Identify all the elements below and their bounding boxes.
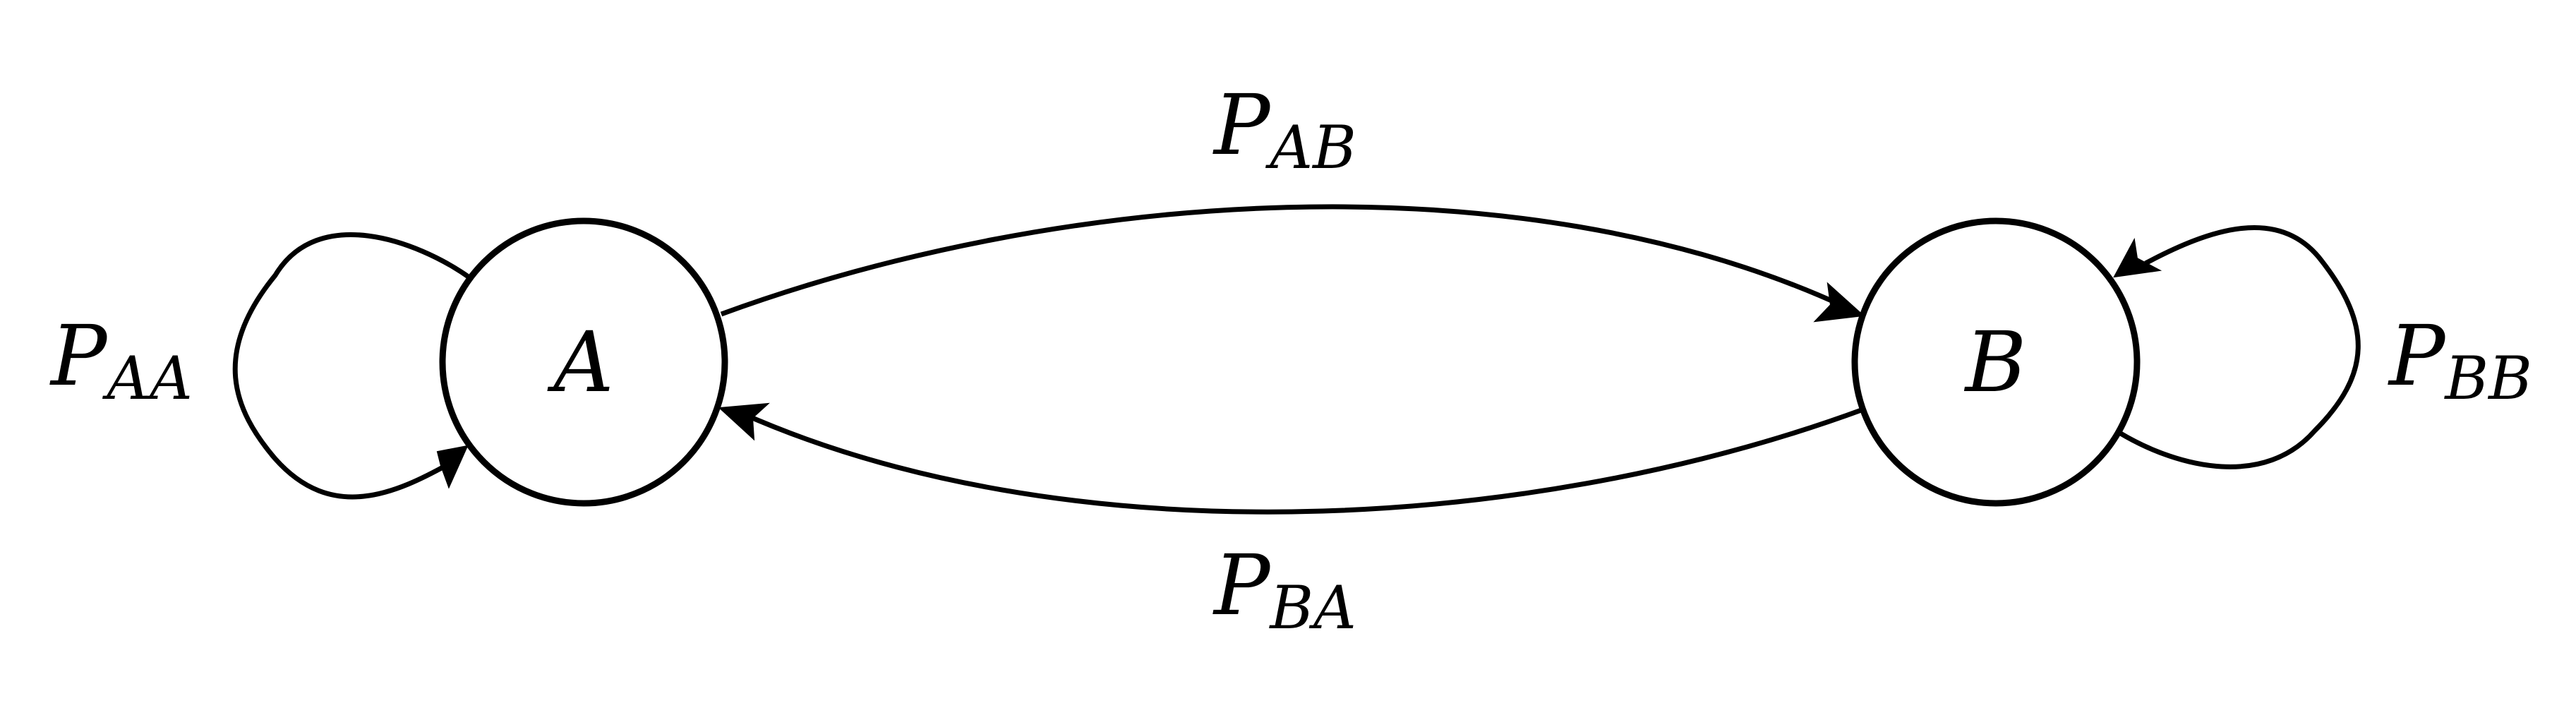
edge-label-paa-main: P — [49, 307, 109, 404]
edge-a-to-b-arrowhead — [1813, 282, 1865, 323]
edge-a-to-a-arrowhead — [436, 445, 469, 489]
edge-b-to-b — [2113, 225, 2361, 469]
node-a-circle — [439, 217, 728, 507]
node-a-label: A — [547, 313, 613, 411]
edge-label-pbb-main: P — [2388, 307, 2447, 404]
edge-a-to-a — [232, 232, 471, 500]
edge-label-pbb: PBB — [2388, 307, 2532, 413]
edge-b-to-b-arrowhead — [2113, 237, 2162, 278]
edge-label-pba-main: P — [1212, 536, 1272, 634]
edge-label-paa: PAA — [49, 307, 193, 413]
edge-b-to-a-line — [740, 407, 1865, 515]
edge-label-pba: PBA — [1212, 536, 1356, 642]
edge-label-paa-sub: AA — [102, 344, 192, 413]
edge-b-to-a-arrowhead — [718, 402, 770, 441]
edge-label-pab-sub: AB — [1265, 113, 1356, 182]
node-b-circle — [1851, 217, 2141, 507]
edge-label-pbb-sub: BB — [2443, 344, 2532, 413]
edge-label-pab-main: P — [1212, 76, 1272, 174]
edge-label-pab: PAB — [1212, 76, 1356, 182]
edge-a-to-a-line — [232, 232, 471, 500]
edge-label-pba-sub: BA — [1268, 573, 1356, 642]
node-b-label: B — [1964, 313, 2027, 411]
edge-a-to-b — [720, 204, 1865, 323]
edge-a-to-b-line — [720, 204, 1847, 317]
edge-b-to-a — [718, 402, 1865, 515]
node-b: B — [1851, 217, 2141, 507]
edge-b-to-b-line — [2118, 225, 2361, 469]
node-a: A — [439, 217, 728, 507]
